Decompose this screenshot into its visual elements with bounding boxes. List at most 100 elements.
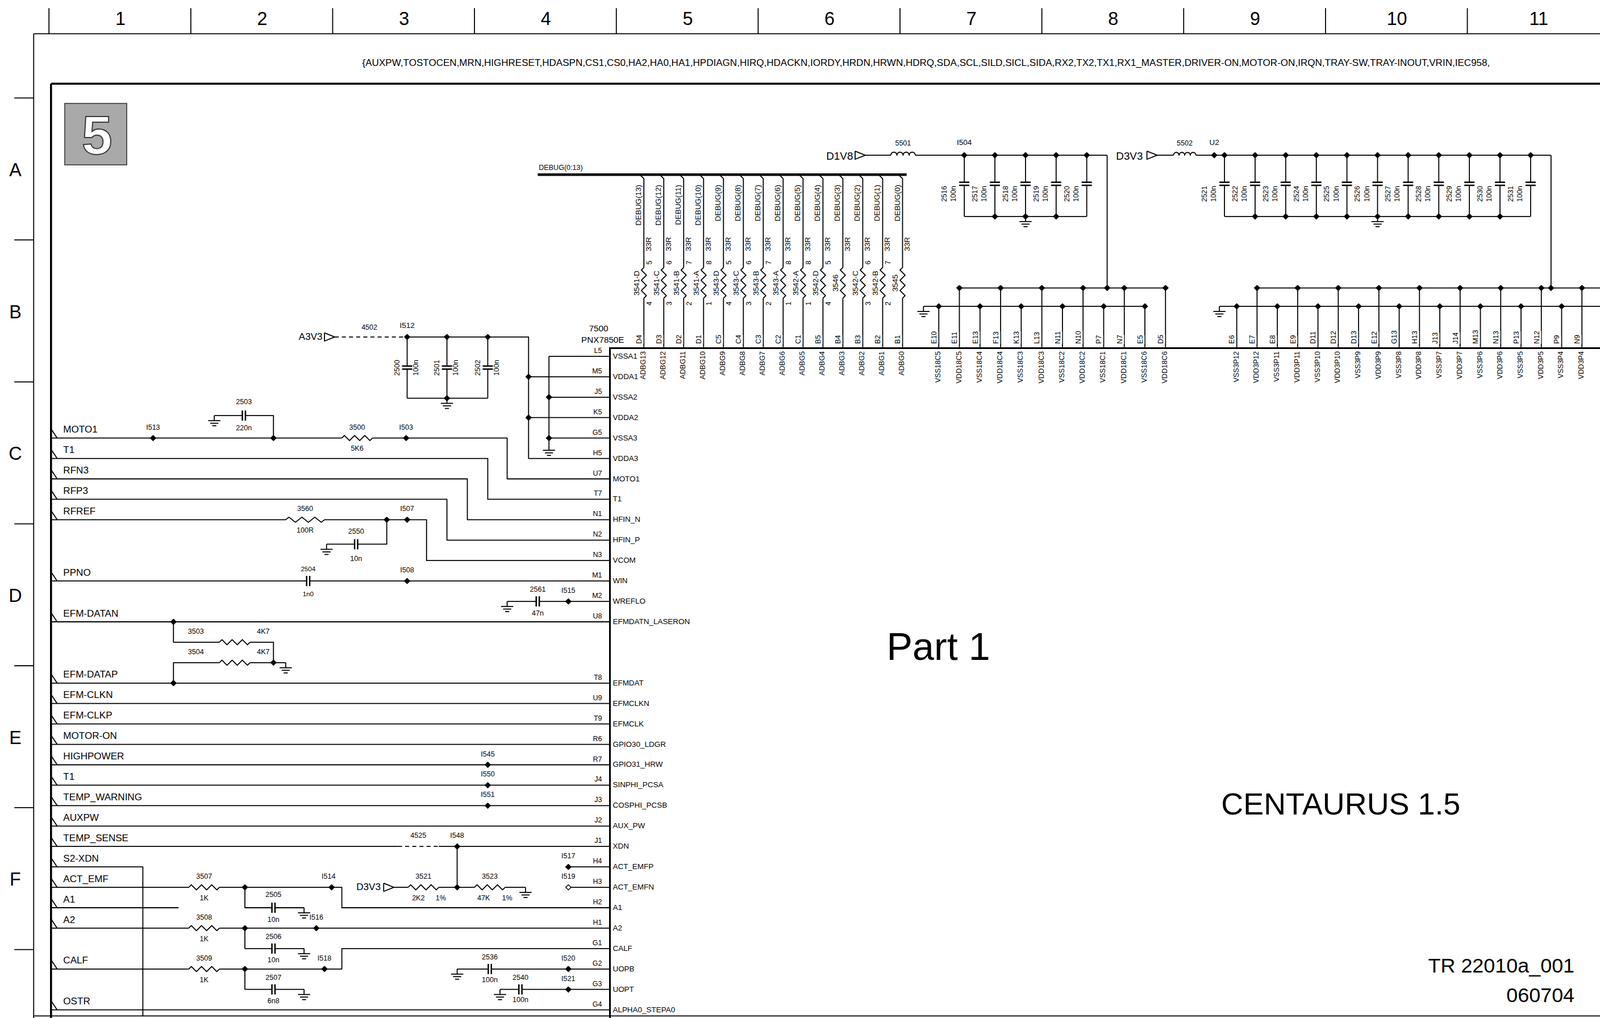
junction-dot bbox=[1497, 152, 1503, 158]
pin-name: ALPHA0_STEPA0 bbox=[612, 1005, 675, 1014]
pin-name: VDD3P4 bbox=[1578, 351, 1586, 379]
pin-number: 2 bbox=[685, 301, 694, 306]
column-number: 1 bbox=[115, 9, 126, 29]
component-value: 33R bbox=[823, 236, 832, 252]
component-label: 1K bbox=[199, 894, 208, 902]
wire bbox=[1550, 155, 1552, 289]
junction-dot bbox=[1282, 152, 1289, 158]
capacitor-symbol bbox=[442, 365, 453, 368]
junction-dot bbox=[1376, 285, 1382, 291]
junction-dot bbox=[1315, 303, 1321, 309]
column-number: 11 bbox=[1528, 9, 1549, 29]
wire bbox=[1317, 306, 1319, 348]
ball-label: E13 bbox=[972, 331, 980, 344]
resistor-symbol bbox=[681, 267, 687, 299]
ground-symbol bbox=[1217, 315, 1222, 318]
capacitor-symbol bbox=[1464, 181, 1475, 183]
wire bbox=[250, 642, 274, 663]
wire bbox=[862, 298, 864, 348]
signal-flag bbox=[51, 877, 58, 887]
ruler-tick bbox=[473, 7, 475, 34]
wire bbox=[1041, 288, 1043, 348]
column-number: 3 bbox=[398, 9, 410, 29]
wire bbox=[1377, 155, 1379, 183]
wire bbox=[51, 764, 610, 766]
ground-symbol bbox=[207, 419, 221, 422]
ground-symbol bbox=[210, 422, 219, 424]
wire bbox=[456, 846, 458, 887]
ball-label: E12 bbox=[1371, 331, 1379, 344]
ball-label: D1 bbox=[695, 334, 703, 344]
supply-name: D1V8 bbox=[826, 150, 853, 162]
column-number: 2 bbox=[257, 9, 268, 29]
ball-label: H1 bbox=[593, 918, 603, 927]
wire bbox=[51, 702, 610, 704]
junction-dot bbox=[1282, 213, 1289, 219]
component-label: 47K bbox=[477, 894, 490, 902]
junction-dot bbox=[992, 213, 998, 219]
ball-label: D3 bbox=[655, 334, 664, 344]
pin-name: VDD3P12 bbox=[1253, 351, 1261, 383]
wire bbox=[782, 298, 784, 348]
signal-flag bbox=[51, 510, 58, 520]
wire bbox=[1164, 288, 1166, 348]
wire bbox=[1236, 306, 1238, 348]
component-label: 100R bbox=[296, 527, 314, 535]
capacitor-symbol bbox=[1250, 181, 1261, 183]
component-label: 1% bbox=[501, 894, 512, 902]
net-label: DEBUG(12) bbox=[654, 184, 663, 226]
ball-label: J4 bbox=[594, 776, 602, 784]
bus-line bbox=[537, 173, 907, 176]
wire bbox=[1285, 155, 1287, 183]
component-label: 3504 bbox=[188, 648, 204, 656]
capacitor-symbol bbox=[305, 575, 308, 586]
wire bbox=[219, 948, 610, 969]
signal-flag bbox=[51, 1000, 58, 1010]
ball-label: J14 bbox=[1452, 332, 1460, 344]
component-label: 1% bbox=[435, 894, 447, 902]
component-ref: 2522 bbox=[1231, 185, 1240, 202]
wire bbox=[1055, 155, 1057, 183]
ball-label: D2 bbox=[675, 334, 683, 344]
junction-dot bbox=[1022, 152, 1028, 158]
wire bbox=[505, 886, 526, 888]
supply-arrow bbox=[1147, 151, 1158, 160]
resistor-symbol bbox=[219, 659, 250, 665]
component-label: 2503 bbox=[235, 398, 252, 406]
ground-symbol bbox=[1375, 226, 1380, 228]
ground-symbol bbox=[523, 896, 528, 898]
wire bbox=[663, 298, 665, 348]
ball-label: H2 bbox=[593, 898, 603, 906]
component-value: 100n bbox=[950, 185, 958, 202]
junction-dot bbox=[313, 925, 319, 931]
component-ref: 2523 bbox=[1262, 185, 1270, 202]
component-ref: 4502 bbox=[361, 323, 378, 332]
component-value: 33R bbox=[744, 236, 753, 252]
column-number: 6 bbox=[824, 9, 835, 29]
ball-label: J2 bbox=[594, 817, 602, 825]
ball-label: P7 bbox=[1096, 335, 1104, 344]
wire bbox=[959, 288, 961, 348]
wire bbox=[528, 417, 610, 419]
junction-dot bbox=[1436, 152, 1442, 158]
ball-label: E10 bbox=[930, 331, 939, 344]
ground-symbol bbox=[547, 454, 552, 456]
ground-symbol bbox=[303, 907, 305, 913]
wire bbox=[334, 336, 408, 338]
pin-name: VDD18C3 bbox=[1038, 351, 1046, 384]
component-ref: 3541-A bbox=[692, 270, 701, 295]
pin-name: VDD3P5 bbox=[1537, 351, 1545, 379]
signal-flag bbox=[51, 489, 58, 499]
wire bbox=[963, 155, 965, 183]
row-letter: C bbox=[8, 444, 22, 464]
ground-symbol bbox=[302, 957, 307, 960]
pin-name: VSS3P11 bbox=[1273, 351, 1282, 382]
pin-name: VDDA2 bbox=[612, 413, 639, 422]
capacitor-symbol bbox=[271, 902, 273, 913]
ground-symbol bbox=[452, 975, 461, 977]
ground-symbol bbox=[544, 452, 553, 454]
component-label: I518 bbox=[317, 954, 332, 962]
ground-symbol bbox=[917, 310, 931, 312]
component-label: 100n bbox=[481, 976, 498, 984]
